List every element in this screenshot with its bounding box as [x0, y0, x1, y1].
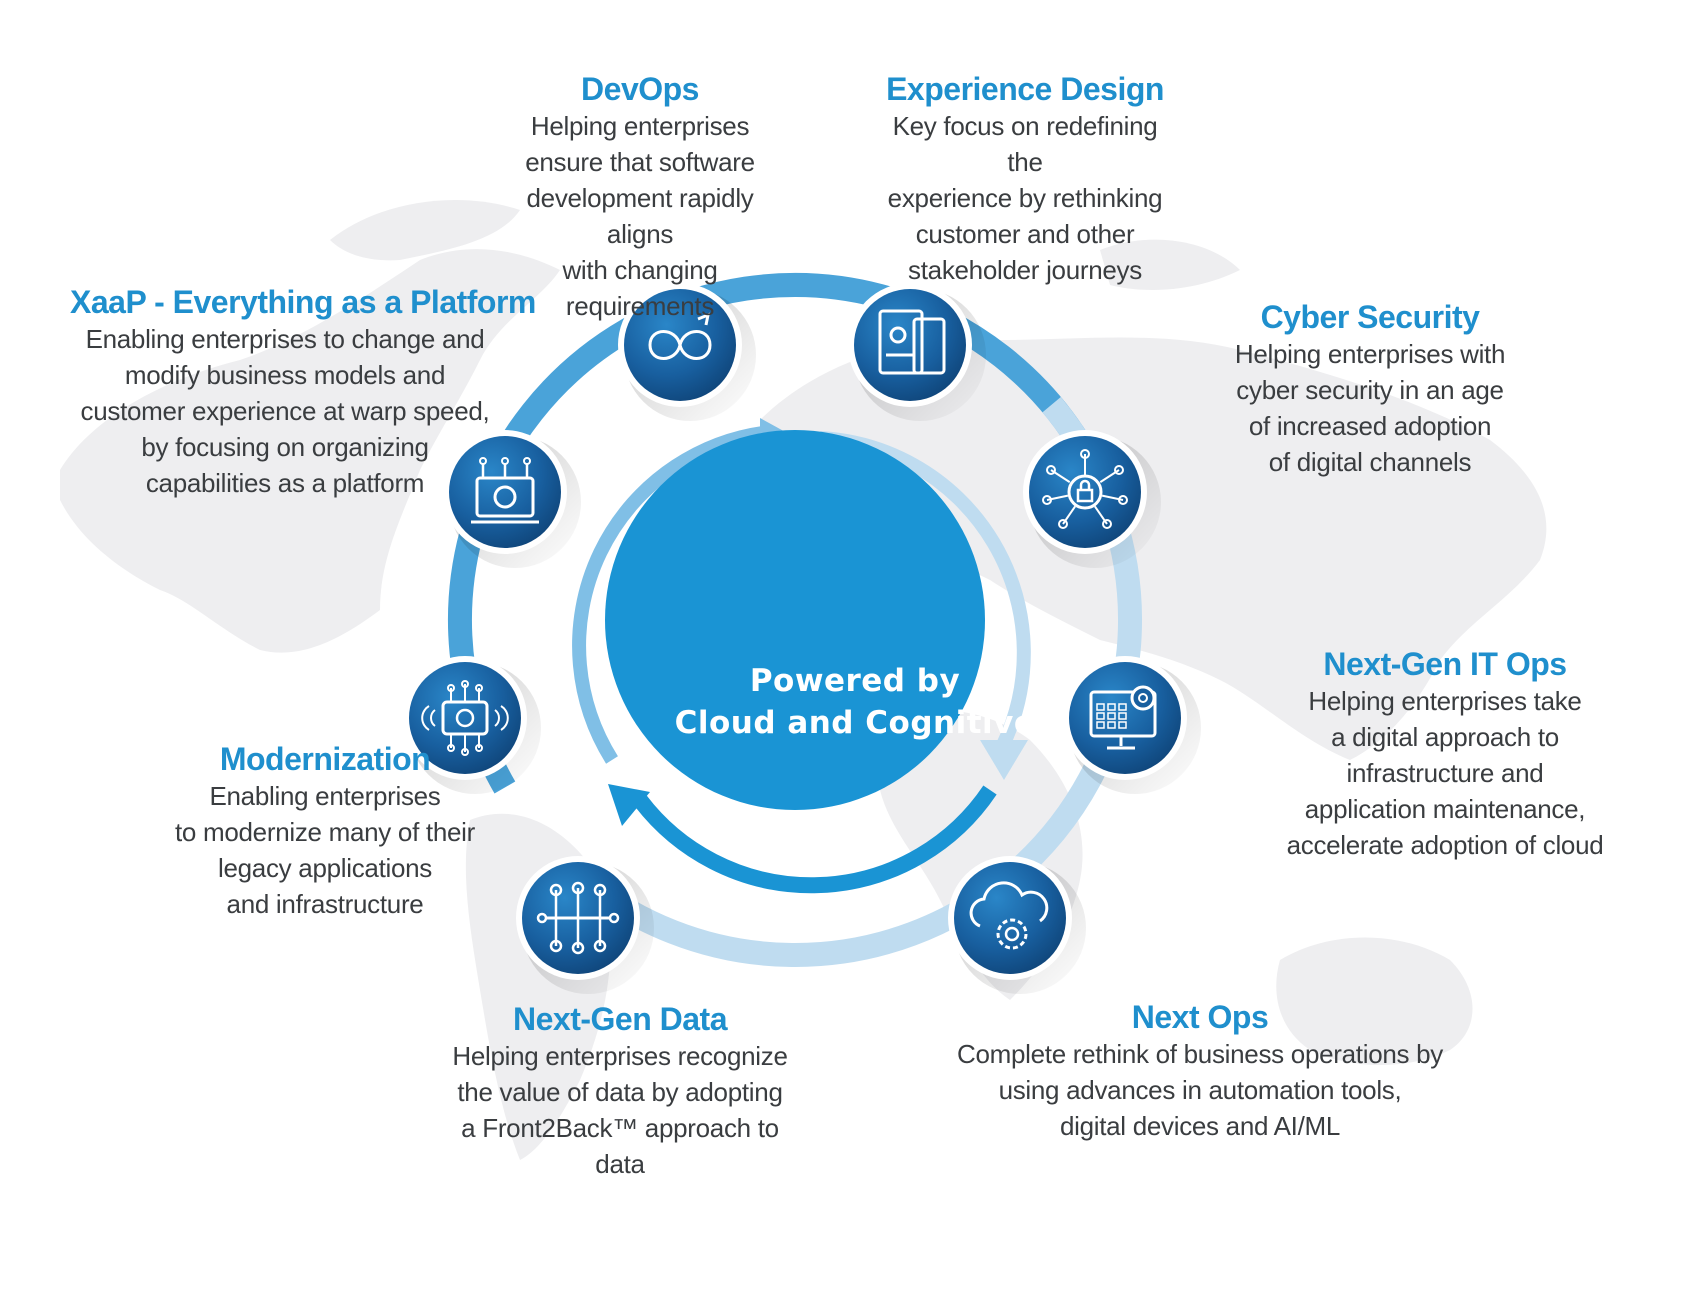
node-xaap: [443, 430, 581, 568]
infinity-refresh-icon: [648, 312, 712, 360]
web-design-icon: [878, 309, 946, 375]
monitor-gear-icon: [1089, 685, 1157, 750]
experience-design-title: Experience Design: [886, 71, 1164, 107]
cyber-security-title: Cyber Security: [1260, 299, 1480, 335]
next-ops-desc: Complete rethink of business operations …: [956, 1039, 1443, 1141]
world-map-background: [60, 200, 1547, 1160]
block-next-gen-data: Next-Gen Data Helping enterprises recogn…: [440, 1000, 800, 1182]
node-devops: [618, 283, 756, 421]
next-gen-it-ops-desc: Helping enterprises take a digital appro…: [1286, 686, 1604, 860]
node-next-gen-data: [516, 856, 654, 994]
node-experience-design: [848, 283, 986, 421]
block-next-ops: Next Ops Complete rethink of business op…: [940, 998, 1460, 1144]
block-modernization: Modernization Enabling enterprises to mo…: [165, 740, 485, 922]
laptop-gear-icon: [471, 457, 539, 524]
xaap-desc: Enabling enterprises to change and modif…: [80, 324, 490, 498]
chip-wireless-icon: [421, 680, 509, 756]
data-network-icon: [536, 881, 620, 955]
block-devops: DevOps Helping enterprises ensure that s…: [490, 70, 790, 324]
next-gen-data-desc: Helping enterprises recognize the value …: [452, 1041, 788, 1179]
cyber-security-desc: Helping enterprises with cyber security …: [1234, 339, 1506, 477]
center-label: Powered by Cloud and Cognitive: [674, 663, 1036, 741]
node-modernization: [403, 656, 541, 794]
block-cyber-security: Cyber Security Helping enterprises with …: [1220, 298, 1520, 480]
arrow-head-right: [980, 740, 1028, 780]
lock-network-icon: [1042, 449, 1128, 529]
node-next-ops: [948, 856, 1086, 994]
next-gen-it-ops-title: Next-Gen IT Ops: [1323, 646, 1567, 682]
devops-desc: Helping enterprises ensure that software…: [525, 111, 755, 321]
block-xaap: XaaP - Everything as a Platform Enabling…: [70, 283, 536, 501]
core-circle: [605, 430, 985, 810]
next-gen-data-title: Next-Gen Data: [513, 1001, 728, 1037]
xaap-title: XaaP - Everything as a Platform: [70, 284, 536, 320]
node-next-gen-it-ops: [1063, 656, 1201, 794]
node-cyber-security: [1023, 430, 1161, 568]
block-experience-design: Experience Design Key focus on redefinin…: [875, 70, 1175, 288]
next-ops-title: Next Ops: [1131, 999, 1269, 1035]
cloud-gear-icon: [969, 881, 1049, 950]
block-next-gen-it-ops: Next-Gen IT Ops Helping enterprises take…: [1270, 645, 1620, 863]
devops-title: DevOps: [581, 71, 699, 107]
modernization-desc: Enabling enterprises to modernize many o…: [174, 781, 475, 919]
modernization-title: Modernization: [219, 741, 431, 777]
experience-design-desc: Key focus on redefining the experience b…: [887, 111, 1163, 285]
arrow-head-bottom-left: [608, 784, 650, 826]
